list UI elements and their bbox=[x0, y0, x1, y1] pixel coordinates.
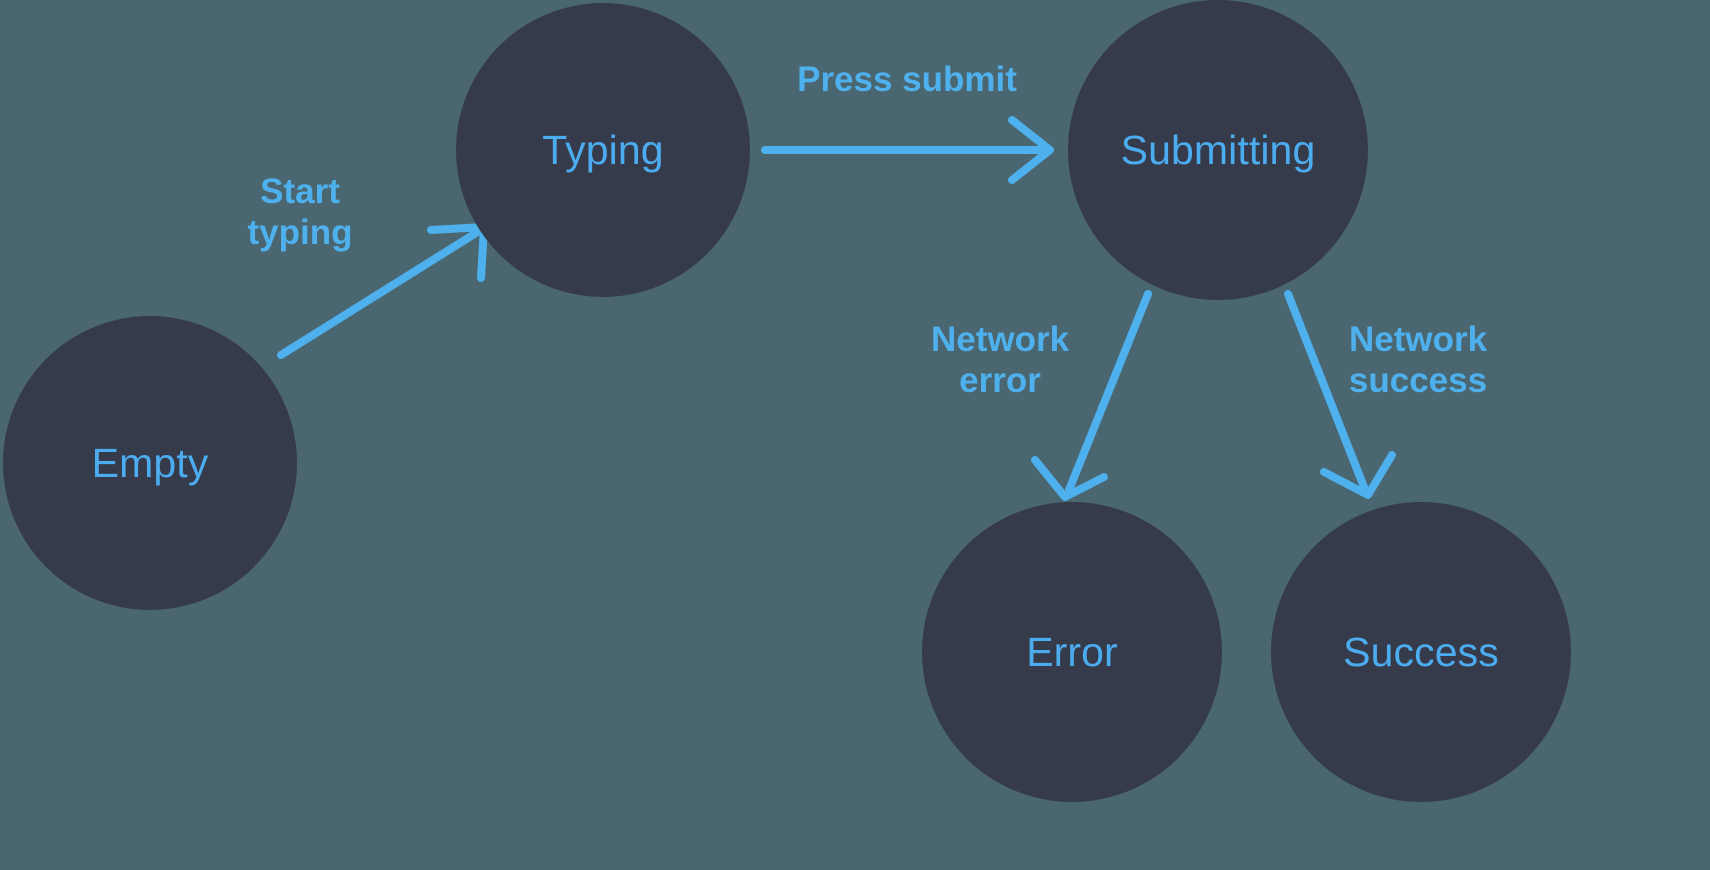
transition-label-start-typing: Start typing bbox=[247, 172, 353, 252]
state-label-empty: Empty bbox=[91, 439, 209, 486]
state-label-submitting: Submitting bbox=[1120, 126, 1316, 173]
arrow-typing-to-submitting bbox=[761, 116, 1054, 184]
state-node-error[interactable]: Error bbox=[922, 502, 1222, 802]
state-node-submitting[interactable]: Submitting bbox=[1068, 0, 1368, 300]
arrow-submitting-to-error bbox=[1031, 290, 1152, 501]
state-label-error: Error bbox=[1026, 628, 1118, 675]
state-node-typing[interactable]: Typing bbox=[456, 3, 750, 297]
arrow-submitting-to-success bbox=[1284, 290, 1396, 499]
state-label-typing: Typing bbox=[542, 126, 664, 173]
transition-label-network-success: Network success bbox=[1348, 320, 1488, 400]
transition-label-press-submit: Press submit bbox=[797, 60, 1017, 99]
state-node-success[interactable]: Success bbox=[1271, 502, 1571, 802]
state-label-success: Success bbox=[1343, 628, 1499, 675]
state-node-empty[interactable]: Empty bbox=[3, 316, 297, 610]
transition-label-network-error: Network error bbox=[930, 320, 1070, 400]
